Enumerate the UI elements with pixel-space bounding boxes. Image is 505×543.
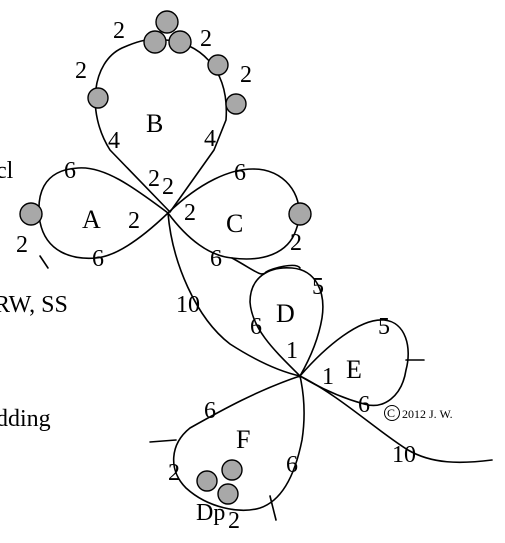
bead bbox=[225, 93, 247, 115]
stitch-count-c: 2 bbox=[184, 200, 196, 226]
copyright-symbol: C bbox=[387, 406, 395, 420]
cut-off-text-adding: dding bbox=[0, 406, 51, 432]
stitch-count-a: 2 bbox=[128, 208, 140, 234]
bead-a bbox=[19, 202, 43, 226]
ring-f-outline bbox=[172, 375, 305, 511]
ring-e-outline bbox=[299, 319, 409, 407]
bead-c bbox=[288, 202, 312, 226]
chain-count-right: 10 bbox=[392, 442, 416, 468]
ring-f-dp-label: Dp bbox=[196, 500, 225, 526]
stitch-count-b: 2 bbox=[148, 166, 160, 192]
stitch-count-b: 2 bbox=[200, 26, 212, 52]
bead bbox=[87, 87, 109, 109]
stitch-count-b: 4 bbox=[108, 128, 120, 154]
bead bbox=[155, 10, 179, 34]
stitch-count-d: 1 bbox=[286, 338, 298, 364]
bead bbox=[168, 30, 192, 54]
bead bbox=[217, 483, 239, 505]
ring-label-f: F bbox=[236, 425, 250, 454]
stitch-count-b: 2 bbox=[162, 174, 174, 200]
stitch-count-d: 5 bbox=[312, 274, 324, 300]
ring-label-a: A bbox=[82, 205, 101, 234]
stitch-count-c: 2 bbox=[290, 230, 302, 256]
stitch-count-b: 2 bbox=[75, 58, 87, 84]
ring-label-b: B bbox=[146, 109, 163, 138]
cut-off-text-cl: cl bbox=[0, 158, 14, 184]
beads-f bbox=[196, 459, 243, 505]
cut-off-text-rw-ss: RW, SS bbox=[0, 292, 68, 318]
ring-f-picot-left bbox=[149, 439, 177, 443]
stitch-count-a: 2 bbox=[16, 232, 28, 258]
bead bbox=[143, 30, 167, 54]
bead bbox=[207, 54, 229, 76]
stitch-count-c: 6 bbox=[210, 246, 222, 272]
chain-10-right bbox=[299, 375, 493, 464]
copyright-text: 2012 J. W. bbox=[402, 407, 453, 421]
stitch-count-e: 6 bbox=[358, 392, 370, 418]
copyright-circle bbox=[384, 405, 400, 421]
ring-d-outline bbox=[249, 267, 324, 377]
stitch-count-f: 2 bbox=[168, 460, 180, 486]
chain-10-left bbox=[167, 212, 301, 377]
chain-count-left: 10 bbox=[176, 292, 200, 318]
ring-f-picot-bottom bbox=[269, 495, 277, 521]
ring-a-outline bbox=[38, 167, 169, 260]
stitch-count-d: 6 bbox=[250, 314, 262, 340]
ring-a-picot bbox=[39, 255, 49, 269]
ring-label-d: D bbox=[276, 299, 295, 328]
stitch-count-c: 6 bbox=[234, 160, 246, 186]
ring-label-c: C bbox=[226, 209, 243, 238]
ring-label-e: E bbox=[346, 355, 362, 384]
stitch-count-b: 2 bbox=[240, 62, 252, 88]
bead bbox=[221, 459, 243, 481]
stitch-count-f: 2 bbox=[228, 508, 240, 534]
stitch-count-a: 6 bbox=[92, 246, 104, 272]
stitch-count-b: 4 bbox=[204, 126, 216, 152]
stitch-count-e: 1 bbox=[322, 364, 334, 390]
bead bbox=[196, 470, 218, 492]
stitch-count-a: 6 bbox=[64, 158, 76, 184]
beads-b bbox=[87, 10, 247, 115]
ring-c-outline bbox=[167, 168, 300, 260]
stitch-count-e: 5 bbox=[378, 314, 390, 340]
chain-c-to-d bbox=[231, 257, 301, 275]
stitch-count-b: 2 bbox=[113, 18, 125, 44]
stitch-count-f: 6 bbox=[204, 398, 216, 424]
copyright-mark: C 2012 J. W. bbox=[384, 405, 453, 421]
stitch-count-f: 6 bbox=[286, 452, 298, 478]
